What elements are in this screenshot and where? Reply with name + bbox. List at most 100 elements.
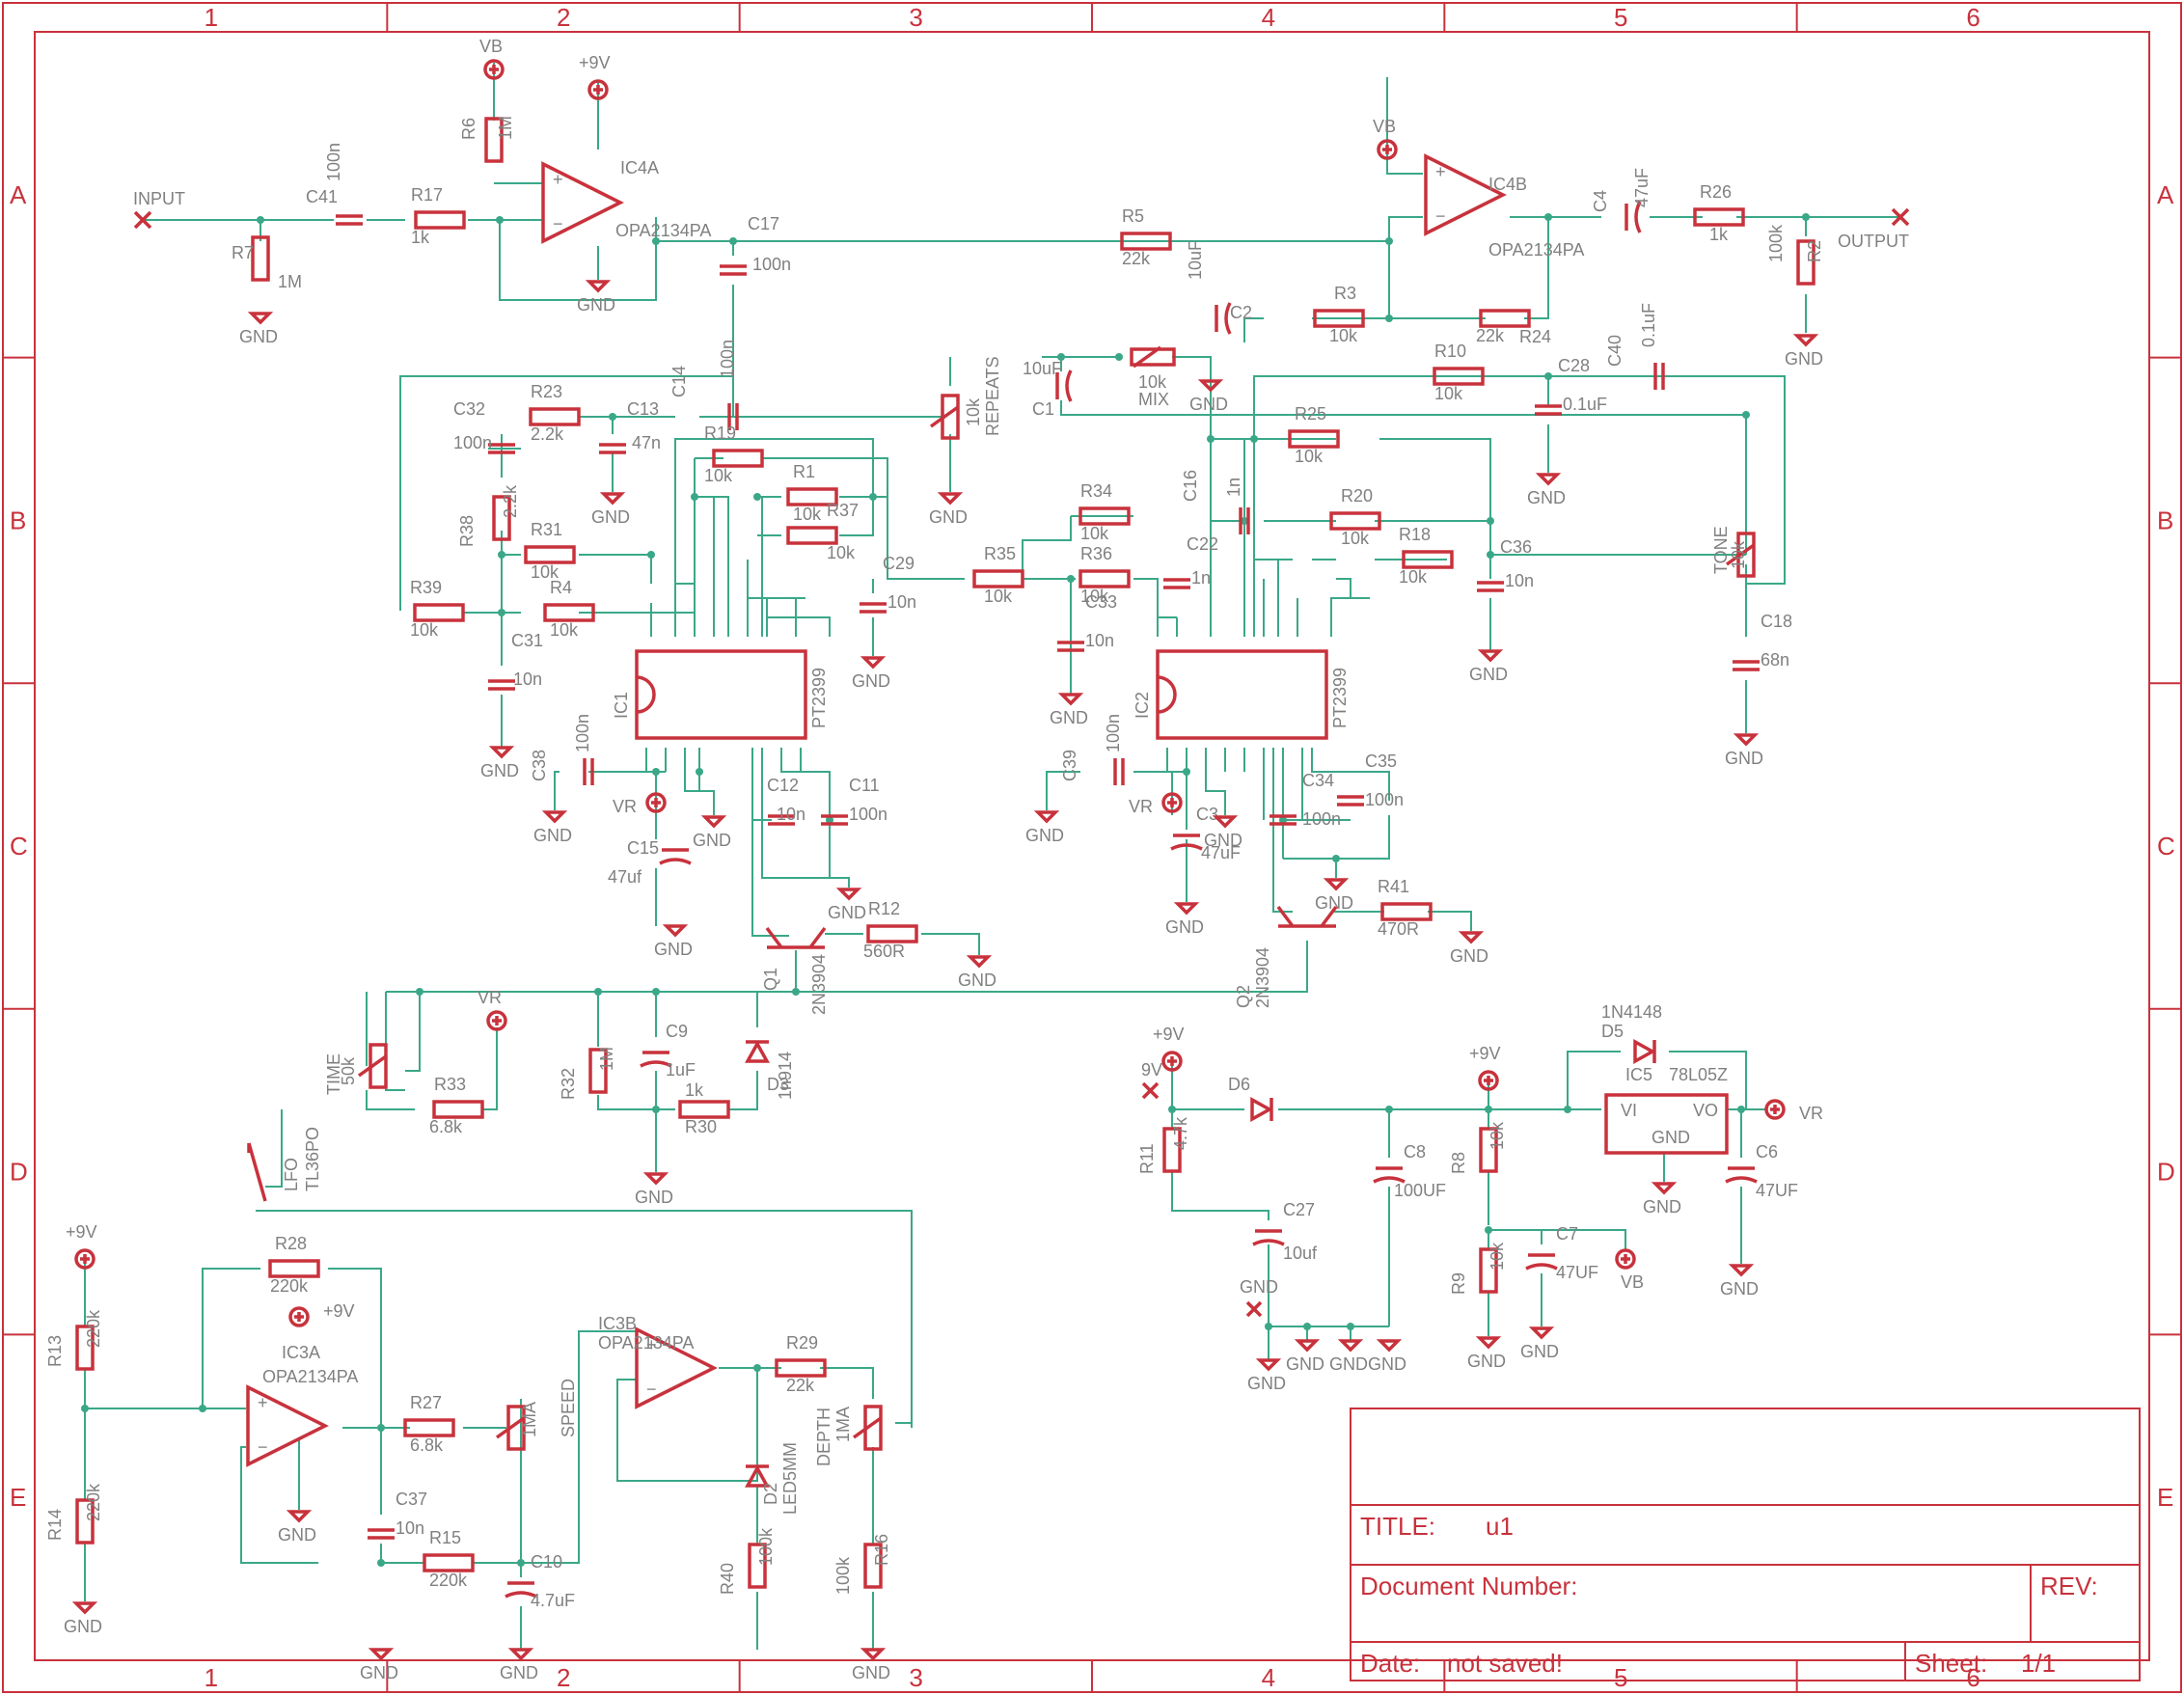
c38-name: C38 bbox=[530, 750, 549, 781]
c3-value: 47uF bbox=[1201, 843, 1241, 862]
gnd-symbol: GND bbox=[533, 810, 572, 845]
d5-name: D5 bbox=[1601, 1022, 1624, 1041]
gnd-symbol: GND bbox=[480, 746, 519, 780]
depth-name: DEPTH bbox=[814, 1408, 833, 1466]
gnd-symbol: GND bbox=[500, 1648, 538, 1682]
gnd-label: GND bbox=[533, 826, 572, 845]
c7-value: 47UF bbox=[1556, 1263, 1598, 1282]
c27-name: C27 bbox=[1283, 1200, 1315, 1219]
r39-value: 10k bbox=[410, 620, 439, 640]
c33-name: C33 bbox=[1085, 592, 1117, 612]
mix-name: MIX bbox=[1138, 390, 1169, 409]
gnd-label: GND bbox=[1725, 749, 1763, 768]
gnd-symbol: GND bbox=[1329, 1339, 1368, 1374]
r25-name: R25 bbox=[1295, 404, 1326, 424]
q2-name: Q2 bbox=[1234, 985, 1253, 1008]
reg-vi-pin: VI bbox=[1621, 1101, 1637, 1120]
gnd-label: GND bbox=[852, 1663, 890, 1682]
ic1-name: IC1 bbox=[612, 692, 631, 719]
supply-label: VR bbox=[478, 988, 502, 1007]
ic2-name: IC2 bbox=[1133, 692, 1152, 719]
r41-name: R41 bbox=[1378, 877, 1409, 896]
row-marker-right: E bbox=[2157, 1483, 2173, 1512]
ic2-value: PT2399 bbox=[1330, 668, 1350, 728]
c28-name: C28 bbox=[1558, 356, 1590, 375]
title-block: TITLE: u1 Document Number: REV: Date: no… bbox=[1350, 1408, 2141, 1681]
gnd-symbol: GND bbox=[1315, 878, 1353, 913]
supply-symbol: VR bbox=[1764, 1099, 1823, 1123]
c40-name: C40 bbox=[1605, 335, 1624, 367]
r29-name: R29 bbox=[786, 1333, 818, 1353]
q1-name: Q1 bbox=[761, 968, 780, 991]
plus-sign: + bbox=[646, 1335, 657, 1354]
input-terminal: INPUT bbox=[133, 189, 185, 230]
minus-sign: − bbox=[1435, 206, 1446, 226]
c11-name: C11 bbox=[849, 776, 880, 795]
c38-value: 100n bbox=[573, 714, 592, 752]
c17-value: 100n bbox=[752, 255, 791, 274]
supply-label: +9V bbox=[579, 53, 611, 72]
r13-value: 220k bbox=[84, 1309, 103, 1348]
r11-name: R11 bbox=[1137, 1143, 1157, 1174]
ic5-value: 78L05Z bbox=[1669, 1065, 1728, 1084]
r33-value: 6.8k bbox=[429, 1117, 463, 1136]
gnd-symbol: GND bbox=[591, 492, 630, 527]
gnd-symbol: GND bbox=[1527, 473, 1566, 507]
r28-name: R28 bbox=[275, 1234, 307, 1253]
time-name: TIME bbox=[324, 1053, 343, 1095]
gnd-symbol: GND bbox=[958, 955, 996, 990]
ic4a-value: OPA2134PA bbox=[615, 221, 711, 240]
tone-value: 10k bbox=[1729, 540, 1748, 569]
column-marker-bottom: 1 bbox=[205, 1663, 218, 1692]
ic5-name: IC5 bbox=[1625, 1065, 1652, 1084]
r7-value: 1M bbox=[278, 272, 302, 291]
supply-symbol: +9V bbox=[1153, 1025, 1185, 1072]
gnd-label: GND bbox=[1527, 488, 1566, 507]
net-labels: INPUT OUTPUT GNDGNDGNDGNDGNDGNDGNDGNDGND… bbox=[64, 37, 1910, 1682]
r12-name: R12 bbox=[868, 899, 900, 918]
c6-value: 47UF bbox=[1756, 1181, 1798, 1200]
ic4b-value: OPA2134PA bbox=[1488, 240, 1584, 260]
d2-value: LED5MM bbox=[780, 1442, 800, 1515]
sheet-label: Sheet: bbox=[1915, 1649, 1987, 1678]
c31-value: 10n bbox=[513, 670, 542, 689]
c29-value: 10n bbox=[887, 592, 916, 612]
d5-value: 1N4148 bbox=[1601, 1002, 1662, 1022]
r37-value: 10k bbox=[827, 543, 856, 562]
row-marker-right: D bbox=[2157, 1158, 2175, 1187]
c13-name: C13 bbox=[627, 399, 659, 419]
c18-name: C18 bbox=[1761, 612, 1792, 631]
gnd-label: GND bbox=[1368, 1354, 1406, 1374]
r20-value: 10k bbox=[1341, 529, 1370, 548]
title-label: TITLE: bbox=[1360, 1512, 1435, 1541]
r41-value: 470R bbox=[1378, 919, 1419, 939]
gnd-label: GND bbox=[635, 1188, 673, 1207]
gnd-label: GND bbox=[693, 831, 731, 850]
c39-value: 100n bbox=[1104, 714, 1123, 752]
r9-name: R9 bbox=[1449, 1272, 1468, 1295]
c1-value: 10uF bbox=[1023, 359, 1062, 378]
c41-name: C41 bbox=[306, 187, 338, 206]
r34-name: R34 bbox=[1080, 481, 1112, 501]
c2-name: C2 bbox=[1230, 303, 1252, 322]
